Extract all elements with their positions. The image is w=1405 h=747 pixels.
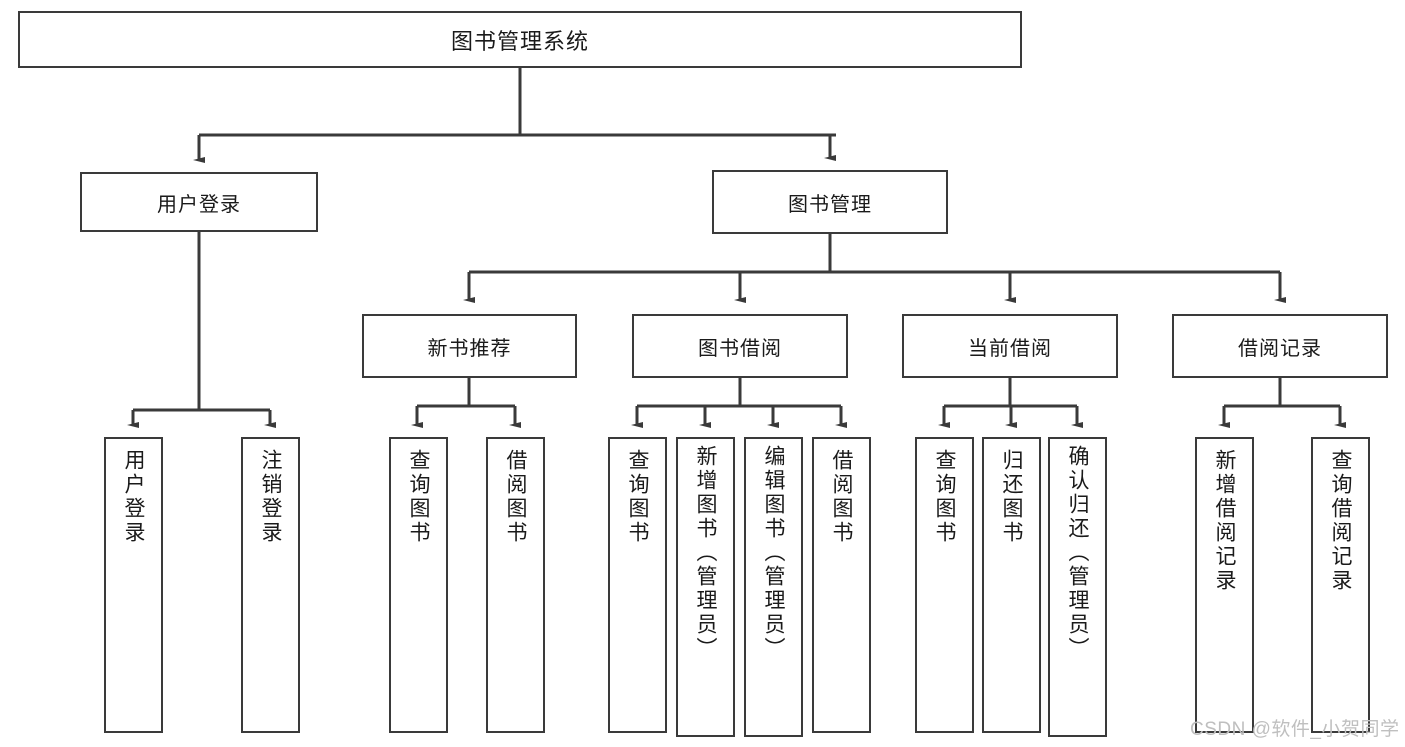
node-book-management[interactable]: 图书管理	[712, 170, 948, 234]
node-label: 查询图书	[407, 449, 430, 545]
leaf-user-login-login[interactable]: 用户登录	[104, 437, 163, 733]
node-book-borrow[interactable]: 图书借阅	[632, 314, 848, 378]
node-root-system[interactable]: 图书管理系统	[18, 11, 1022, 68]
node-label: 注销登录	[259, 449, 282, 545]
node-label: 借阅图书	[830, 449, 853, 545]
node-label: 借阅记录	[1238, 337, 1322, 360]
leaf-book-borrow-query[interactable]: 查询图书	[608, 437, 667, 733]
leaf-book-borrow-add[interactable]: 新增图书（管理员）	[676, 437, 735, 737]
node-label: 借阅图书	[504, 449, 527, 545]
node-label: 新增图书（管理员）	[694, 445, 717, 661]
node-current-borrow[interactable]: 当前借阅	[902, 314, 1118, 378]
leaf-book-borrow-borrow[interactable]: 借阅图书	[812, 437, 871, 733]
node-user-login[interactable]: 用户登录	[80, 172, 318, 232]
node-label: 用户登录	[157, 193, 241, 216]
csdn-watermark: CSDN @软件_小贺同学	[1190, 719, 1400, 740]
leaf-borrow-record-query[interactable]: 查询借阅记录	[1311, 437, 1370, 733]
node-label: 编辑图书（管理员）	[762, 445, 785, 661]
leaf-new-book-query[interactable]: 查询图书	[389, 437, 448, 733]
node-label: 新书推荐	[427, 337, 512, 360]
leaf-new-book-borrow[interactable]: 借阅图书	[486, 437, 545, 733]
node-label: 新增借阅记录	[1213, 449, 1236, 593]
node-label: 归还图书	[1000, 449, 1023, 545]
leaf-current-borrow-return[interactable]: 归还图书	[982, 437, 1041, 733]
leaf-book-borrow-edit[interactable]: 编辑图书（管理员）	[744, 437, 803, 737]
leaf-user-login-logout[interactable]: 注销登录	[241, 437, 300, 733]
node-label: 图书管理	[788, 193, 872, 216]
node-label: 图书管理系统	[450, 28, 589, 54]
node-new-book-recommend[interactable]: 新书推荐	[362, 314, 577, 378]
node-label: 查询图书	[626, 449, 649, 545]
node-borrow-record[interactable]: 借阅记录	[1172, 314, 1388, 378]
node-label: 查询图书	[933, 449, 956, 545]
leaf-current-borrow-confirm-return[interactable]: 确认归还（管理员）	[1048, 437, 1107, 737]
node-label: 确认归还（管理员）	[1066, 445, 1089, 661]
leaf-borrow-record-add[interactable]: 新增借阅记录	[1195, 437, 1254, 733]
leaf-current-borrow-query[interactable]: 查询图书	[915, 437, 974, 733]
node-label: 查询借阅记录	[1329, 449, 1352, 593]
node-label: 用户登录	[122, 449, 145, 545]
node-label: 当前借阅	[968, 337, 1052, 360]
node-label: 图书借阅	[698, 337, 782, 360]
